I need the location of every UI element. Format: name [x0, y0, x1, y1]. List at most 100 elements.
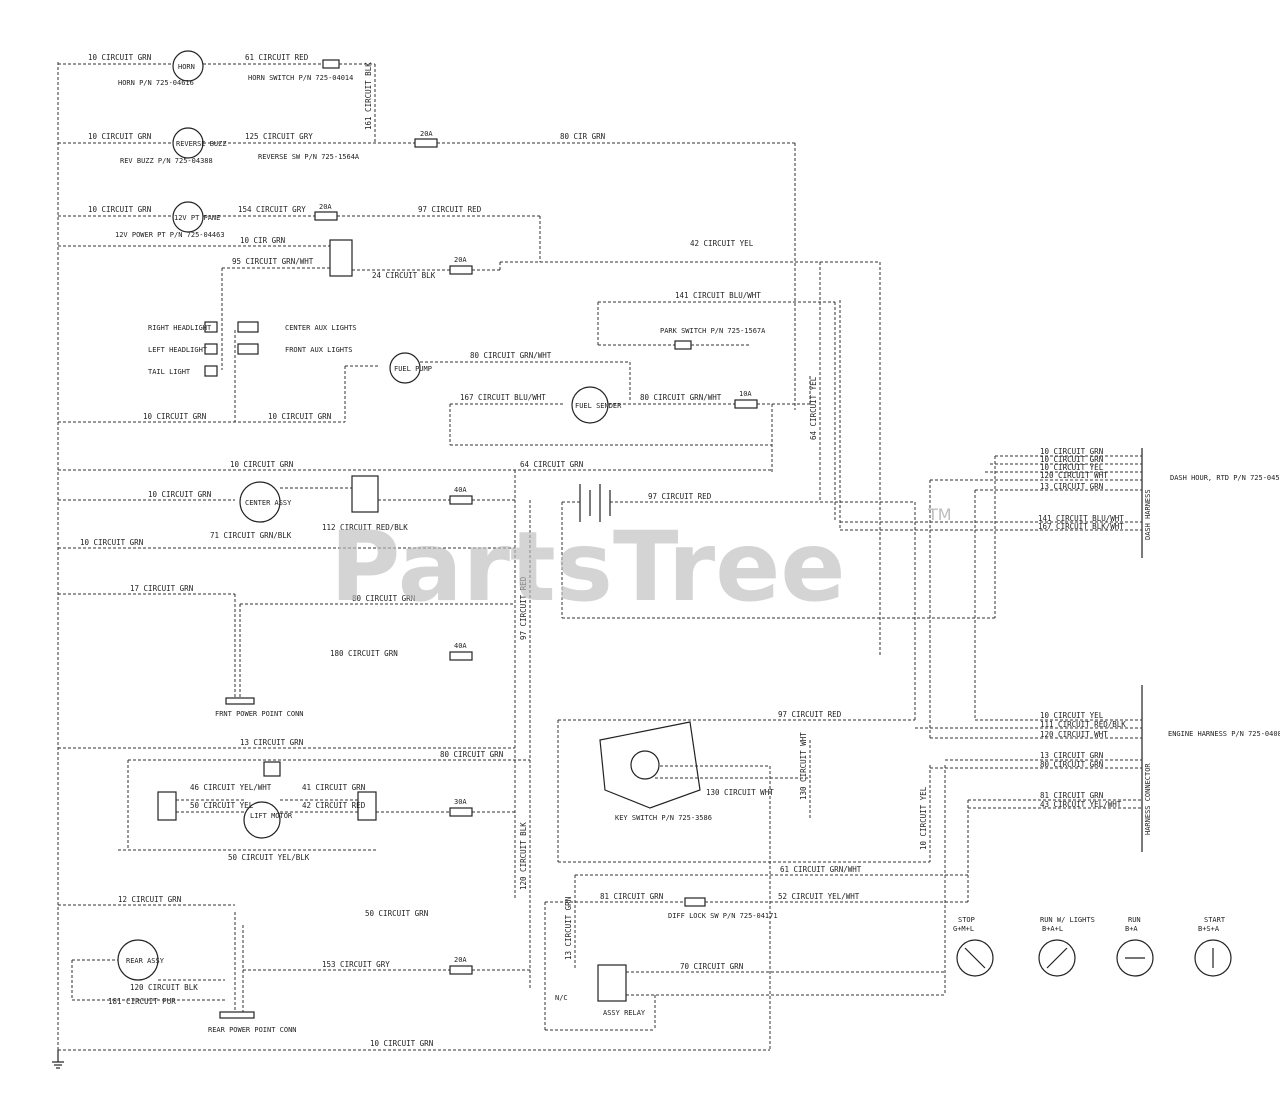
svg-text:20A: 20A — [319, 203, 332, 211]
fuse-40a — [449, 495, 473, 505]
key-position-stop: STOP G+M+L — [953, 916, 994, 977]
fuel-sender-label: FUEL SENDER — [575, 402, 622, 410]
dash-hour-label: DASH HOUR, RTD P/N 725-04582 — [1170, 474, 1280, 482]
wire-label: 42 CIRCUIT YEL — [690, 239, 754, 248]
wire-label: 10 CIRCUIT GRN — [88, 53, 151, 62]
left-headlight — [204, 343, 218, 355]
wire-label: 112 CIRCUIT RED/BLK — [322, 523, 408, 532]
svg-text:20A: 20A — [420, 130, 433, 138]
no-connect-note: N/C — [555, 994, 568, 1002]
svg-text:20A: 20A — [454, 256, 467, 264]
svg-text:G+M+L: G+M+L — [953, 925, 974, 933]
wire-label: 130 CIRCUIT WHT — [799, 732, 808, 800]
center-assy-label: CENTER ASSY — [245, 499, 292, 507]
partstree-watermark: PartsTree — [330, 511, 845, 623]
horn-pn: HORN P/N 725-04616 — [118, 79, 194, 87]
svg-text:STOP: STOP — [958, 916, 975, 924]
key-position-run-lights: RUN W/ LIGHTS B+A+L — [1038, 916, 1095, 977]
wire-label: 50 CIRCUIT YEL/BLK — [228, 853, 310, 862]
tail-light — [204, 365, 218, 377]
fuse-20a-d — [449, 965, 473, 975]
wire-label: 10 CIRCUIT GRN — [88, 205, 151, 214]
wire-label: 81 CIRCUIT GRN — [600, 892, 663, 901]
reverse-sw-pn: REVERSE SW P/N 725-1564A — [258, 153, 360, 161]
fuel-pump-component — [389, 352, 421, 384]
front-power-connector — [225, 697, 255, 705]
wire-label: 10 CIRCUIT GRN — [268, 412, 331, 421]
wire-label: 71 CIRCUIT GRN/BLK — [210, 531, 292, 540]
wire-label: 81 CIRCUIT GRN — [1040, 791, 1103, 800]
wire-label: 10 CIRCUIT GRN — [143, 412, 206, 421]
wire-label: 10 CIR GRN — [240, 236, 285, 245]
diff-lock-switch — [684, 897, 706, 907]
park-switch — [674, 340, 692, 350]
lift-relay-right — [357, 791, 377, 821]
horn-switch-pn: HORN SWITCH P/N 725-04014 — [248, 74, 353, 82]
svg-text:40A: 40A — [454, 486, 467, 494]
wire-label: 52 CIRCUIT YEL/WHT — [778, 892, 860, 901]
wire-label: 61 CIRCUIT GRN/WHT — [780, 865, 862, 874]
wire-label: 70 CIRCUIT GRN — [680, 962, 743, 971]
power-point-component — [172, 201, 204, 233]
wire-label: 10 CIRCUIT GRN — [80, 538, 143, 547]
front-aux-lights — [237, 343, 259, 355]
wire-label: 13 CIRCUIT GRN — [1040, 482, 1103, 491]
front-power-label: FRNT POWER POINT CONN — [215, 710, 304, 718]
wire-label: 10 CIRCUIT GRN — [370, 1039, 433, 1048]
assy-relay-label: ASSY RELAY — [603, 1009, 646, 1017]
fuse-20a-c — [449, 265, 473, 275]
lift-relay-left — [157, 791, 177, 821]
svg-text:RUN W/ LIGHTS: RUN W/ LIGHTS — [1040, 916, 1095, 924]
wire-label: 120 CIRCUIT BLK — [130, 983, 198, 992]
wire-label: 10 CIRCUIT GRN — [88, 132, 151, 141]
power-point-label: 12V PT PANE — [174, 214, 220, 222]
power-pt-pn: 12V POWER PT P/N 725-04463 — [115, 231, 225, 239]
wire-label: 153 CIRCUIT GRY — [322, 960, 390, 969]
wire-label: 61 CIRCUIT RED — [245, 53, 309, 62]
wire-label: 97 CIRCUIT RED — [418, 205, 482, 214]
wire-label: 97 CIRCUIT RED — [778, 710, 842, 719]
horn-component — [172, 50, 204, 82]
wire-label: 167 CIRCUIT BLK/WHT — [1038, 522, 1124, 531]
park-switch-pn: PARK SWITCH P/N 725-1567A — [660, 327, 766, 335]
wire-label: 141 CIRCUIT BLU/WHT — [675, 291, 761, 300]
fuse-40a-b — [449, 651, 473, 661]
wire-label: 13 CIRCUIT GRN — [564, 897, 573, 960]
wire-label: 17 CIRCUIT GRN — [130, 584, 193, 593]
diff-lock-pn: DIFF LOCK SW P/N 725-04171 — [668, 912, 778, 920]
lift-motor-label: LIFT MOTOR — [250, 812, 293, 820]
lift-fuse-block — [263, 761, 281, 777]
reverse-buzz-label: REVERSE BUZZ — [176, 140, 227, 148]
wire-label: 50 CIRCUIT GRN — [365, 909, 428, 918]
wire-label: 120 CIRCUIT BLK — [519, 822, 528, 890]
rear-power-label: REAR POWER POINT CONN — [208, 1026, 297, 1034]
wire-label: 80 CIR GRN — [560, 132, 605, 141]
wire-label: 130 CIRCUIT WHT — [706, 788, 774, 797]
wire-label: 125 CIRCUIT GRY — [245, 132, 313, 141]
wire-label: 154 CIRCUIT GRY — [238, 205, 306, 214]
wire-label: 41 CIRCUIT GRN — [302, 783, 365, 792]
wire-label: 64 CIRCUIT YEL — [809, 376, 818, 440]
wire-label: 181 CIRCUIT PUR — [108, 997, 176, 1006]
wire-label: 10 CIRCUIT GRN — [1040, 447, 1103, 456]
front-aux-label: FRONT AUX LIGHTS — [285, 346, 352, 354]
fuel-pump-label: FUEL PUMP — [394, 365, 432, 373]
svg-text:B+S+A: B+S+A — [1198, 925, 1220, 933]
wire-label: 10 CIRCUIT YEL — [919, 786, 928, 850]
light-switch — [329, 239, 353, 277]
dash-harness-label: DASH HARNESS — [1144, 489, 1152, 540]
wire-label: 13 CIRCUIT GRN — [240, 738, 303, 747]
rear-assy-label: REAR ASSY — [126, 957, 165, 965]
center-aux-label: CENTER AUX LIGHTS — [285, 324, 357, 332]
wire-label: 13 CIRCUIT GRN — [1040, 751, 1103, 760]
wire-label: 97 CIRCUIT RED — [519, 576, 528, 640]
svg-text:B+A: B+A — [1125, 925, 1138, 933]
harness-connector-label: HARNESS CONNECTOR — [1144, 763, 1152, 835]
svg-text:10A: 10A — [739, 390, 752, 398]
wire-label: 180 CIRCUIT GRN — [330, 649, 398, 658]
wire-label: 80 CIRCUIT GRN — [352, 594, 415, 603]
wire-label: 50 CIRCUIT YEL — [190, 801, 254, 810]
wire-label: 80 CIRCUIT GRN — [1040, 760, 1103, 769]
wire-label: 46 CIRCUIT YEL/WHT — [190, 783, 272, 792]
